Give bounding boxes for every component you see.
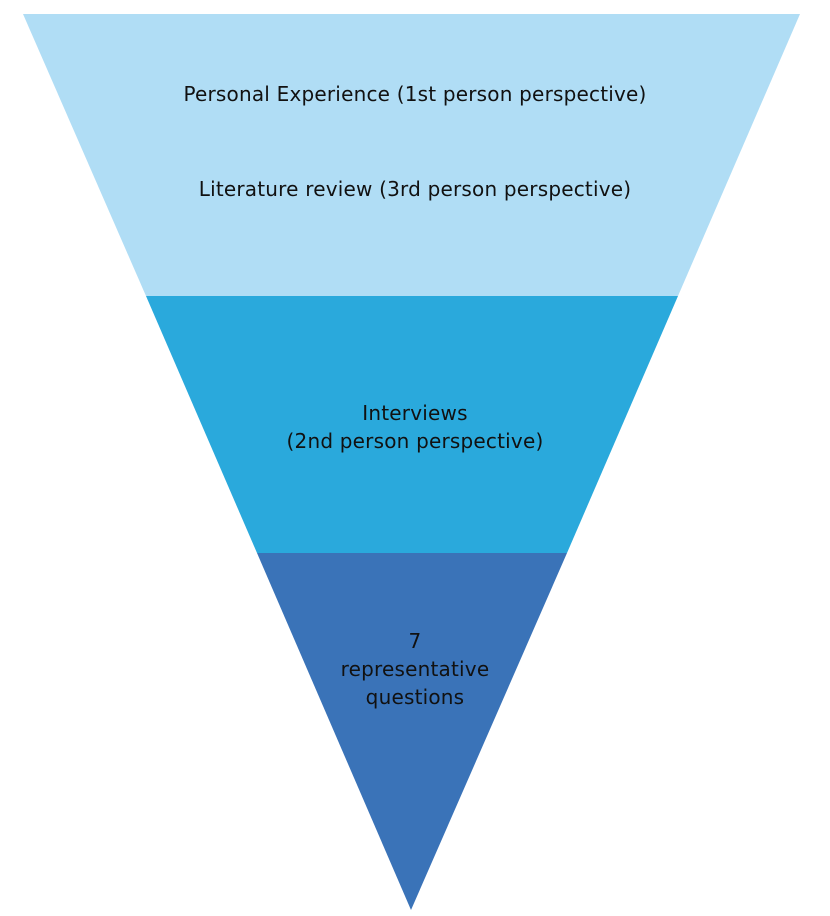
top-tier-line-2: Literature review (3rd person perspectiv… [198,177,632,201]
bottom-tier-line-1: 7 [408,629,422,653]
funnel-tier-middle [146,296,678,553]
funnel-tier-bottom [257,553,567,910]
middle-tier-line-2: (2nd person perspective) [286,429,544,453]
top-tier-line-1: Personal Experience (1st person perspect… [183,82,647,106]
middle-tier-line-1: Interviews [362,401,468,425]
funnel-tier-top [23,14,800,296]
bottom-tier-line-2: representative [340,657,490,681]
bottom-tier-line-3: questions [365,685,465,709]
